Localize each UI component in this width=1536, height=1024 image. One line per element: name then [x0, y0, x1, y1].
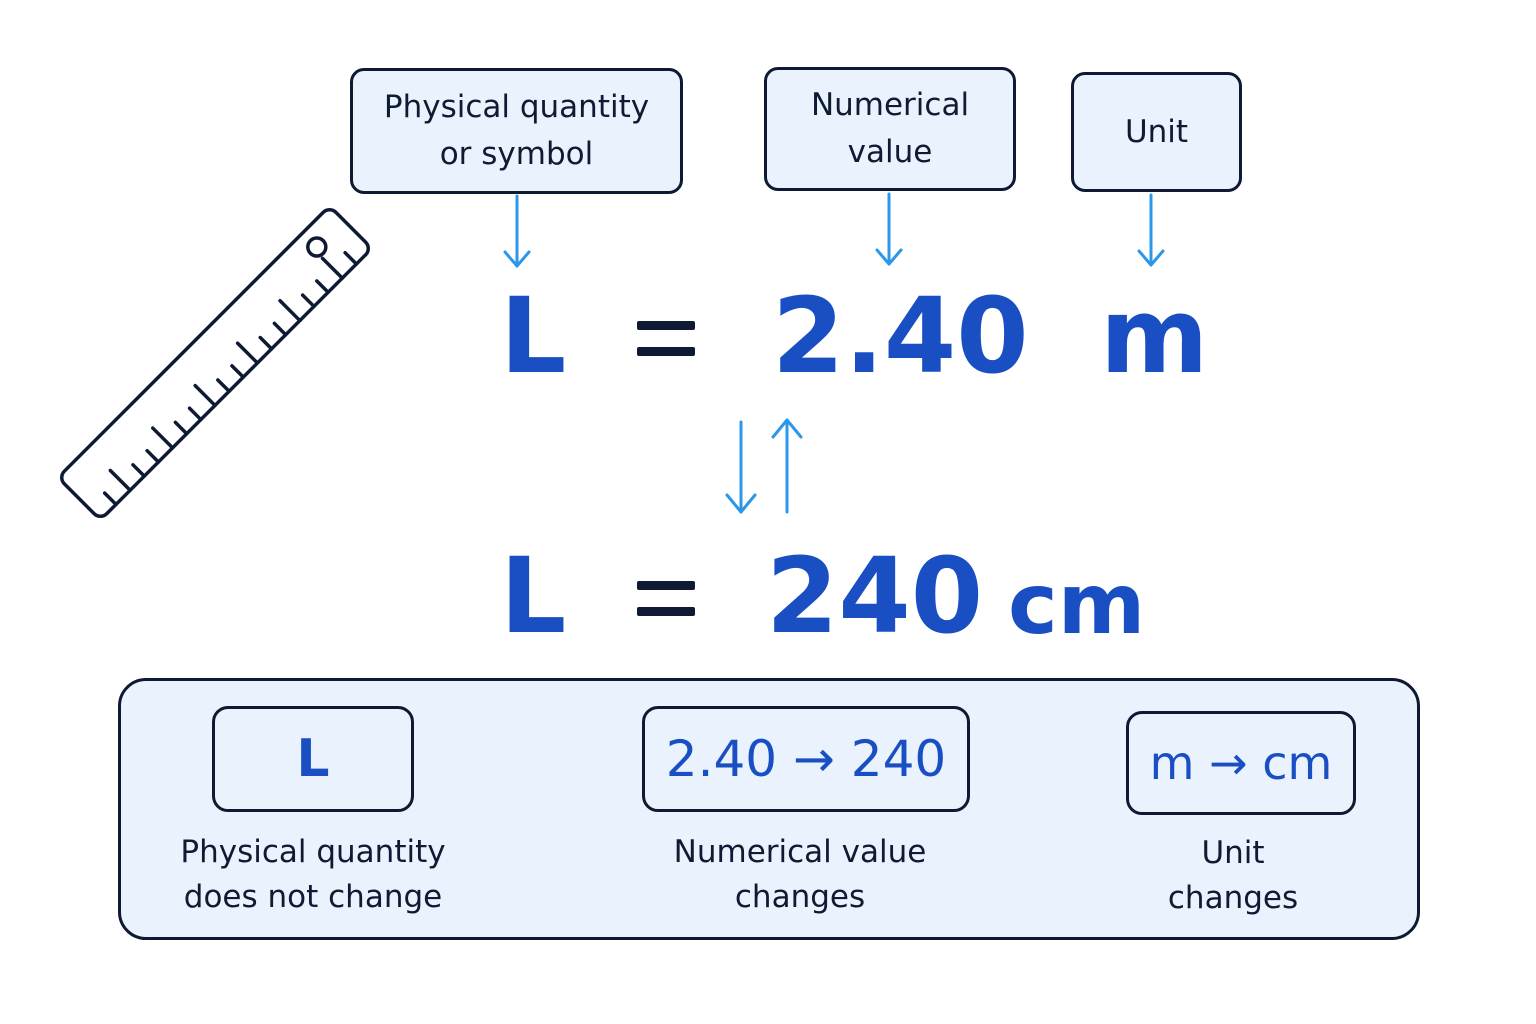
eq-top-unit: m: [1100, 275, 1209, 397]
label-unit: Unit: [1071, 72, 1242, 192]
label-numerical-value: Numerical value: [764, 67, 1016, 191]
summary-unit-chip: m → cm: [1126, 711, 1356, 815]
summary-quantity-caption: Physical quantity does not change: [180, 834, 446, 915]
arrow-down-unit: [1137, 193, 1165, 267]
eq-top-symbol: L: [500, 275, 567, 397]
summary-unit-caption: Unit changes: [1167, 835, 1299, 916]
summary-value-caption: Numerical value changes: [673, 834, 927, 915]
eq-bottom-unit: cm: [1008, 555, 1146, 653]
eq-bottom-symbol: L: [500, 535, 567, 657]
up-down-arrows-icon: [725, 418, 803, 514]
arrow-down-quantity: [503, 194, 531, 268]
summary-value-chip: 2.40 → 240: [642, 706, 970, 812]
eq-top-value: 2.40: [772, 275, 1029, 397]
eq-bottom-value: 240: [766, 535, 984, 657]
summary-quantity-chip: L: [212, 706, 414, 812]
eq-top-equals-top-bar: [637, 321, 695, 330]
eq-bottom-equals-top-bar: [637, 581, 695, 590]
eq-top-equals-bottom-bar: [637, 347, 695, 356]
eq-bottom-equals-bottom-bar: [637, 607, 695, 616]
label-physical-quantity: Physical quantity or symbol: [350, 68, 683, 194]
ruler-icon: [60, 208, 370, 518]
arrow-down-value: [875, 192, 903, 266]
